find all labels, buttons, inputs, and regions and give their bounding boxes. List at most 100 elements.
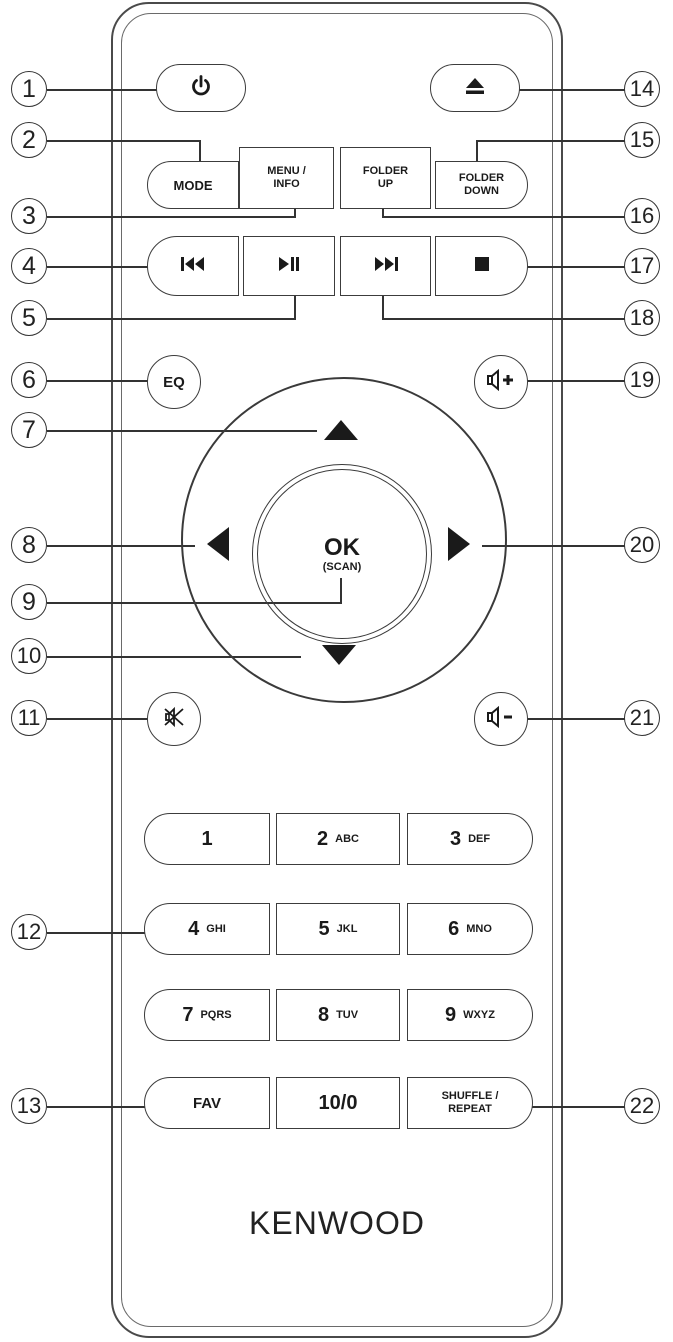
power-icon bbox=[189, 74, 213, 103]
callout-16: 16 bbox=[624, 198, 660, 234]
down-button[interactable] bbox=[320, 644, 358, 670]
eject-icon bbox=[464, 76, 486, 101]
callout-10: 10 bbox=[11, 638, 47, 674]
callout-11: 11 bbox=[11, 700, 47, 736]
folder-down-label-line1: FOLDER bbox=[458, 172, 505, 184]
folder-down-label-line2: DOWN bbox=[464, 185, 499, 197]
remote-body-inner-outline bbox=[121, 13, 553, 1327]
eq-label: EQ bbox=[163, 373, 185, 391]
menu-info-label-line1: MENU / bbox=[267, 165, 306, 177]
callout-7: 7 bbox=[11, 412, 47, 448]
leader-line-14 bbox=[510, 89, 626, 91]
leader-line-16 bbox=[382, 216, 626, 218]
stop-button[interactable] bbox=[435, 236, 528, 296]
callout-21: 21 bbox=[624, 700, 660, 736]
skip-previous-icon bbox=[180, 256, 206, 277]
arrow-right-icon bbox=[447, 526, 471, 567]
shuffle-repeat-button[interactable]: SHUFFLE / REPEAT bbox=[407, 1077, 533, 1129]
callout-9: 9 bbox=[11, 584, 47, 620]
leader-line-12 bbox=[47, 932, 147, 934]
key-2-letters: ABC bbox=[335, 833, 359, 845]
callout-13: 13 bbox=[11, 1088, 47, 1124]
leader-line-20 bbox=[482, 545, 626, 547]
folder-down-button[interactable]: FOLDER DOWN bbox=[435, 161, 528, 209]
arrow-up-icon bbox=[323, 419, 359, 446]
key-9-letters: WXYZ bbox=[463, 1009, 495, 1021]
leader-line-10 bbox=[47, 656, 301, 658]
volume-down-button[interactable] bbox=[474, 692, 528, 746]
remote-body-outline bbox=[111, 2, 563, 1338]
arrow-left-icon bbox=[206, 526, 230, 567]
eq-button[interactable]: EQ bbox=[147, 355, 201, 409]
key-0[interactable]: 10/0 bbox=[276, 1077, 400, 1129]
power-button[interactable] bbox=[156, 64, 246, 112]
key-8[interactable]: 8 TUV bbox=[276, 989, 400, 1041]
volume-up-button[interactable] bbox=[474, 355, 528, 409]
key-7-letters: PQRS bbox=[200, 1009, 232, 1021]
key-4-digit: 4 bbox=[188, 917, 200, 940]
volume-up-icon bbox=[486, 368, 516, 396]
arrow-down-icon bbox=[321, 644, 357, 671]
leader-line-6 bbox=[47, 380, 149, 382]
play-pause-icon bbox=[278, 256, 300, 277]
leader-line-2 bbox=[47, 140, 200, 142]
key-3[interactable]: 3 DEF bbox=[407, 813, 533, 865]
leader-line-18-vertical bbox=[382, 296, 384, 320]
key-1[interactable]: 1 bbox=[144, 813, 270, 865]
mute-button[interactable] bbox=[147, 692, 201, 746]
callout-14: 14 bbox=[624, 71, 660, 107]
callout-6: 6 bbox=[11, 362, 47, 398]
up-button[interactable] bbox=[322, 419, 360, 445]
key-8-letters: TUV bbox=[336, 1009, 359, 1021]
key-2-digit: 2 bbox=[317, 827, 329, 850]
play-pause-button[interactable] bbox=[243, 236, 335, 296]
mute-icon bbox=[163, 706, 185, 733]
brand-logo: KENWOOD bbox=[249, 1205, 425, 1241]
fav-label: FAV bbox=[192, 1094, 222, 1112]
leader-line-5-vertical bbox=[294, 296, 296, 320]
leader-line-19 bbox=[525, 380, 626, 382]
callout-20: 20 bbox=[624, 527, 660, 563]
leader-line-11 bbox=[47, 718, 148, 720]
right-button[interactable] bbox=[444, 526, 474, 567]
fav-button[interactable]: FAV bbox=[144, 1077, 270, 1129]
shuffle-repeat-label-line1: SHUFFLE / bbox=[441, 1090, 499, 1102]
key-5[interactable]: 5 JKL bbox=[276, 903, 400, 955]
callout-8: 8 bbox=[11, 527, 47, 563]
key-9[interactable]: 9 WXYZ bbox=[407, 989, 533, 1041]
key-7[interactable]: 7 PQRS bbox=[144, 989, 270, 1041]
ok-button-inner: OK (SCAN) bbox=[257, 469, 427, 639]
callout-15: 15 bbox=[624, 122, 660, 158]
key-5-letters: JKL bbox=[336, 923, 358, 935]
callout-17: 17 bbox=[624, 248, 660, 284]
leader-line-8 bbox=[47, 545, 195, 547]
mode-button[interactable]: MODE bbox=[147, 161, 239, 209]
previous-button[interactable] bbox=[147, 236, 239, 296]
leader-line-18 bbox=[382, 318, 626, 320]
eject-button[interactable] bbox=[430, 64, 520, 112]
folder-up-button[interactable]: FOLDER UP bbox=[340, 147, 431, 209]
leader-line-2-vertical bbox=[199, 140, 201, 162]
leader-line-22 bbox=[528, 1106, 626, 1108]
leader-line-1 bbox=[47, 89, 157, 91]
menu-info-button[interactable]: MENU / INFO bbox=[239, 147, 334, 209]
leader-line-15 bbox=[476, 140, 626, 142]
left-button[interactable] bbox=[203, 526, 233, 567]
leader-line-7 bbox=[47, 430, 317, 432]
navigation-ring bbox=[181, 377, 507, 703]
callout-5: 5 bbox=[11, 300, 47, 336]
key-6[interactable]: 6 MNO bbox=[407, 903, 533, 955]
leader-line-3 bbox=[47, 216, 295, 218]
key-3-digit: 3 bbox=[449, 827, 462, 850]
callout-2: 2 bbox=[11, 122, 47, 158]
leader-line-21 bbox=[525, 718, 626, 720]
mode-label: MODE bbox=[173, 177, 213, 193]
callout-22: 22 bbox=[624, 1088, 660, 1124]
key-2[interactable]: 2 ABC bbox=[276, 813, 400, 865]
ok-button[interactable]: OK (SCAN) bbox=[252, 464, 432, 644]
next-button[interactable] bbox=[340, 236, 431, 296]
callout-19: 19 bbox=[624, 362, 660, 398]
key-6-digit: 6 bbox=[448, 917, 460, 940]
key-3-letters: DEF bbox=[468, 833, 491, 845]
key-4[interactable]: 4 GHI bbox=[144, 903, 270, 955]
